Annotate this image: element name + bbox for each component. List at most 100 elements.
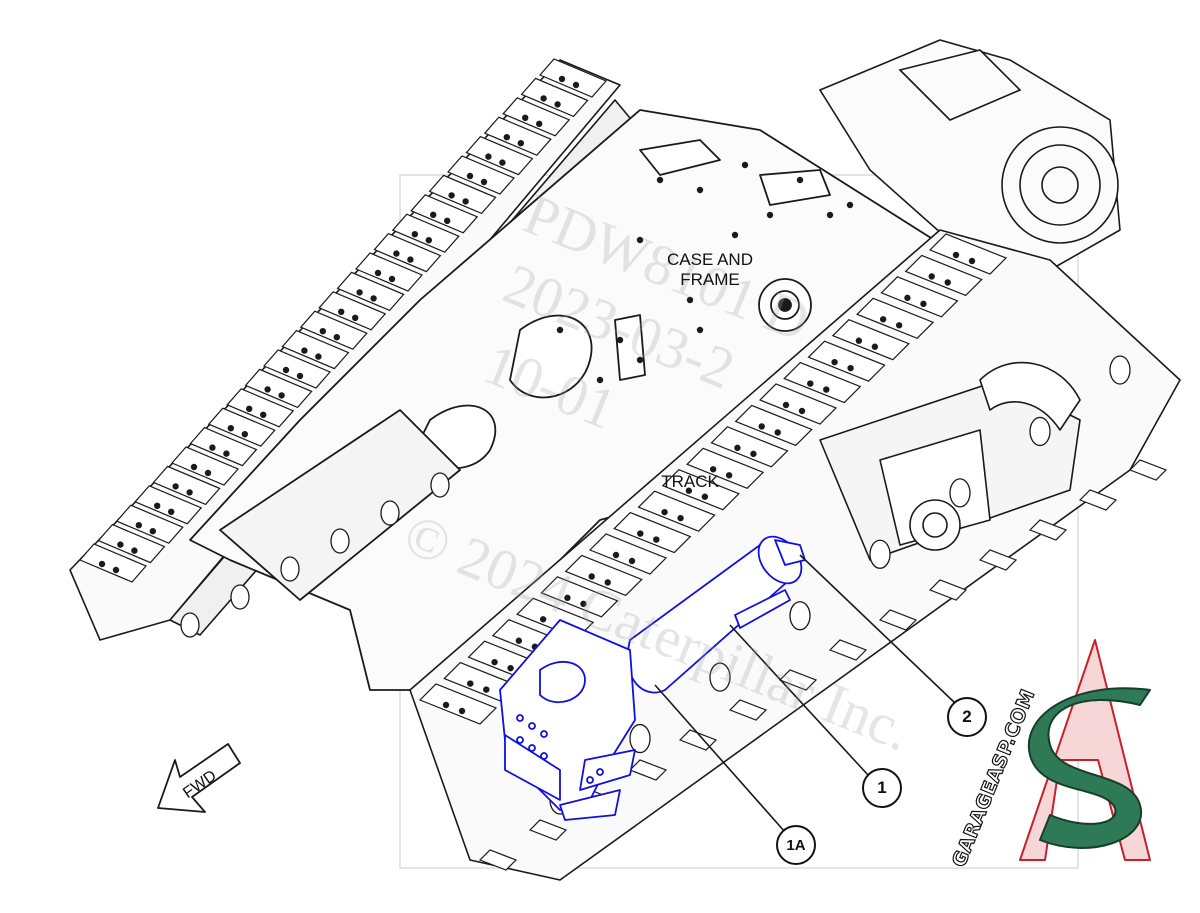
shoe-bolt — [480, 178, 488, 186]
fwd-arrow — [157, 743, 241, 813]
track-shoe — [828, 639, 868, 661]
track-shoe — [483, 116, 552, 156]
shoe-bolt — [444, 217, 451, 224]
shoe-bolt — [507, 664, 514, 672]
shoe-bolt — [407, 256, 414, 263]
shoe-bolt — [172, 483, 179, 490]
track-shoe — [904, 254, 983, 297]
shoe-bolt — [709, 466, 717, 473]
shoe-bolt — [245, 405, 253, 412]
shoe-bolt — [895, 322, 903, 329]
shoe-bolt — [944, 279, 951, 286]
shoe-bolt — [637, 530, 644, 537]
track-shoe — [418, 683, 498, 725]
track-shoe — [878, 609, 918, 631]
track-roller — [1029, 416, 1051, 447]
shoe-bolt — [823, 386, 830, 393]
track-shoe — [97, 523, 166, 564]
track-shoe — [1128, 459, 1168, 481]
frame-fitting — [636, 356, 644, 364]
track-roller — [380, 500, 400, 526]
garageasp-logo — [1019, 639, 1151, 861]
shoe-bolt — [338, 308, 345, 315]
shoe-bolt — [149, 528, 156, 535]
track-label: TRACK — [661, 472, 719, 491]
shoe-bolt — [223, 450, 230, 457]
shoe-bolt — [564, 594, 571, 602]
track-shoe — [728, 699, 768, 721]
shoe-bolt — [333, 334, 340, 341]
track-shoe — [520, 77, 589, 118]
shoe-bolt — [604, 579, 611, 586]
case-and-frame-label: CASE AND FRAME — [667, 250, 753, 289]
track-shoe — [336, 271, 405, 312]
shoe-bolt — [131, 547, 138, 554]
shoe-bolt — [491, 658, 498, 666]
shoe-bolt — [855, 337, 863, 344]
shoe-bolt — [466, 172, 474, 180]
shoe-bolt — [282, 366, 290, 374]
shoe-bolt — [301, 347, 308, 354]
shoe-bolt — [928, 273, 935, 280]
track-rollers — [180, 355, 1131, 815]
track-roller — [280, 556, 300, 582]
track-shoe — [613, 511, 692, 554]
track-shoe — [758, 383, 838, 425]
leader-lines — [654, 554, 956, 833]
frame-fitting — [696, 186, 704, 194]
track-shoe — [410, 194, 479, 234]
track-shoe — [318, 291, 387, 331]
shoe-bolt — [807, 380, 814, 387]
frame-fitting — [636, 236, 644, 244]
track-roller — [330, 528, 350, 554]
track-shoe — [189, 426, 258, 467]
shoe-bolt — [515, 637, 523, 644]
track-shoe — [539, 58, 607, 98]
track-shoe — [465, 135, 534, 176]
callout-1[interactable]: 1 — [862, 768, 902, 808]
frame-fitting — [826, 211, 834, 219]
callout-1a[interactable]: 1A — [776, 825, 816, 865]
track-shoe — [428, 174, 497, 215]
shoe-bolt — [952, 251, 960, 259]
shoe-bolt — [204, 469, 212, 477]
shoe-bolt — [370, 295, 377, 302]
shoe-bolt — [356, 289, 363, 296]
shoe-bolt — [540, 95, 547, 102]
frame-bolts — [556, 161, 854, 384]
shoe-bolt — [315, 353, 322, 360]
shoe-bolt — [458, 707, 466, 715]
frame-fitting — [766, 211, 774, 219]
track-shoe — [831, 319, 910, 361]
track-shoe — [637, 490, 716, 532]
shoe-bolt — [374, 269, 382, 277]
frame-fitting — [686, 296, 694, 304]
callout-2[interactable]: 2 — [947, 697, 987, 737]
shoe-bolt — [522, 114, 529, 122]
shoe-bolt — [209, 444, 216, 451]
shoe-bolt — [536, 120, 543, 128]
track-roller — [949, 478, 971, 508]
shoe-bolt — [653, 536, 660, 543]
shoe-bolt — [411, 230, 418, 238]
shoe-bolt — [588, 573, 595, 580]
track-roller — [430, 472, 450, 498]
track-shoe — [686, 447, 765, 489]
track-shoe — [373, 232, 442, 273]
shoe-bolt — [628, 557, 636, 565]
track-roller — [789, 601, 811, 631]
shoe-bolt — [483, 686, 490, 693]
shoe-bolt — [117, 541, 124, 548]
track-shoe — [502, 97, 571, 137]
frame-fitting — [796, 176, 804, 184]
frame-fitting — [731, 231, 739, 239]
track-shoe — [207, 407, 276, 447]
shoe-bolt — [467, 680, 474, 687]
shoe-bolt — [462, 198, 469, 205]
shoe-bolt — [112, 566, 120, 574]
shoe-bolt — [227, 425, 234, 432]
track-shoe — [928, 233, 1008, 275]
track-shoe — [588, 533, 668, 575]
